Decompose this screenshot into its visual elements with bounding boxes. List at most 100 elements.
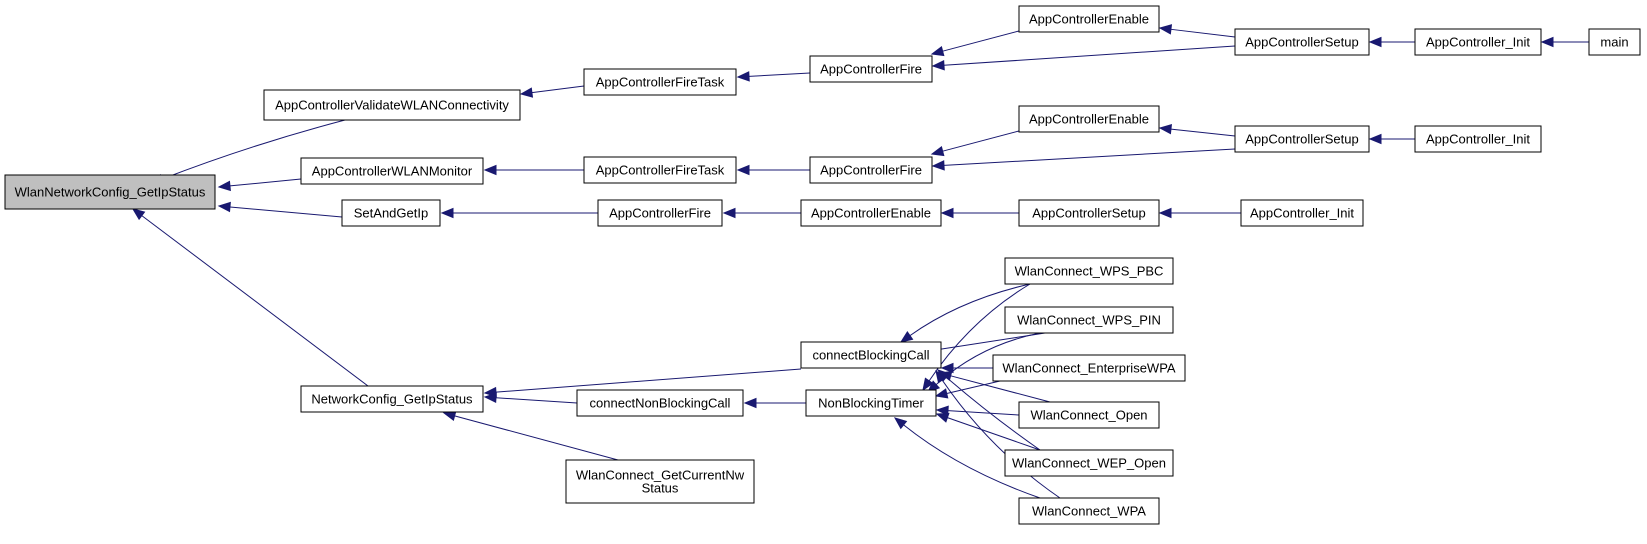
arrowhead-icon xyxy=(519,87,534,98)
node-fire1[interactable]: AppControllerFire xyxy=(809,55,933,83)
edge-netcfg-to-root xyxy=(131,208,369,387)
arrowhead-icon xyxy=(930,145,945,157)
node-setup3[interactable]: AppControllerSetup xyxy=(1018,199,1160,227)
node-box xyxy=(1588,28,1641,56)
node-wepopen[interactable]: WlanConnect_WEP_Open xyxy=(1004,449,1174,477)
node-wpspbc[interactable]: WlanConnect_WPS_PBC xyxy=(1004,257,1174,285)
node-label: Status xyxy=(642,481,679,496)
node-timer[interactable]: NonBlockingTimer xyxy=(805,389,937,417)
arrowhead-icon xyxy=(442,410,457,422)
node-box xyxy=(1004,306,1174,334)
node-label: main xyxy=(1600,35,1628,50)
node-firetask2[interactable]: AppControllerFireTask xyxy=(583,156,737,184)
arrowhead-icon xyxy=(722,207,736,219)
arrowhead-icon xyxy=(1158,124,1172,135)
node-box xyxy=(1234,125,1370,153)
node-main[interactable]: main xyxy=(1588,28,1641,56)
node-netcfg[interactable]: NetworkConfig_GetIpStatus xyxy=(300,385,484,413)
node-label: AppControllerFireTask xyxy=(596,75,725,90)
edge-line xyxy=(1170,28,1236,38)
edge-line xyxy=(950,375,1051,403)
node-box xyxy=(805,389,937,417)
edge-line xyxy=(162,119,346,180)
node-setandgetip[interactable]: SetAndGetIp xyxy=(341,199,441,227)
arrowhead-icon xyxy=(940,362,954,374)
node-wpspin[interactable]: WlanConnect_WPS_PIN xyxy=(1004,306,1174,334)
arrowhead-icon xyxy=(1368,133,1382,145)
node-enterprise[interactable]: WlanConnect_EnterpriseWPA xyxy=(992,354,1186,382)
node-box xyxy=(1018,199,1160,227)
node-box xyxy=(1004,257,1174,285)
node-label: SetAndGetIp xyxy=(354,206,428,221)
edge-init3-to-setup3 xyxy=(1158,207,1241,219)
arrowhead-icon xyxy=(1158,207,1172,219)
node-label: AppControllerEnable xyxy=(1029,112,1149,127)
node-setup2[interactable]: AppControllerSetup xyxy=(1234,125,1370,153)
node-enable1[interactable]: AppControllerEnable xyxy=(1018,5,1160,33)
node-blocking[interactable]: connectBlockingCall xyxy=(800,341,942,369)
arrowhead-icon xyxy=(935,405,949,416)
node-validate[interactable]: AppControllerValidateWLANConnectivity xyxy=(263,89,521,121)
edge-line xyxy=(1170,128,1236,137)
edge-wpa-to-blocking xyxy=(935,369,1061,499)
node-label: WlanNetworkConfig_GetIpStatus xyxy=(15,185,206,200)
edge-line xyxy=(942,30,1020,52)
node-fire3[interactable]: AppControllerFire xyxy=(597,199,723,227)
edge-line xyxy=(531,85,585,94)
node-root: WlanNetworkConfig_GetIpStatus xyxy=(4,174,216,210)
node-init2[interactable]: AppController_Init xyxy=(1414,125,1542,153)
edge-wpa-to-timer xyxy=(893,417,1041,499)
edge-line xyxy=(454,415,619,461)
edge-line xyxy=(947,417,1041,451)
node-label: WlanConnect_Open xyxy=(1030,408,1147,423)
node-fire2[interactable]: AppControllerFire xyxy=(809,156,933,184)
node-box xyxy=(809,55,933,83)
node-wlanmon[interactable]: AppControllerWLANMonitor xyxy=(300,157,484,185)
node-wpa[interactable]: WlanConnect_WPA xyxy=(1018,497,1160,525)
arrowhead-icon xyxy=(931,160,945,171)
node-box xyxy=(565,459,755,504)
node-setup1[interactable]: AppControllerSetup xyxy=(1234,28,1370,56)
arrowhead-icon xyxy=(743,397,757,409)
arrowhead-icon xyxy=(1368,36,1382,48)
node-box xyxy=(800,341,942,369)
node-label: AppControllerFire xyxy=(820,62,922,77)
edge-line xyxy=(748,72,811,77)
node-box xyxy=(576,389,744,417)
node-enable2[interactable]: AppControllerEnable xyxy=(1018,105,1160,133)
edge-setup1-to-fire1 xyxy=(931,45,1236,71)
node-label: WlanConnect_WPA xyxy=(1032,504,1146,519)
node-box xyxy=(1018,5,1160,33)
node-box xyxy=(583,156,737,184)
node-open[interactable]: WlanConnect_Open xyxy=(1018,401,1160,429)
edge-fire3-to-setandgetip xyxy=(440,207,598,219)
edge-nonblockingcall-to-netcfg xyxy=(483,392,578,404)
node-init1[interactable]: AppController_Init xyxy=(1414,28,1542,56)
edge-wlanmon-to-root xyxy=(217,178,302,192)
arrowhead-icon xyxy=(935,369,947,384)
node-label: AppControllerFireTask xyxy=(596,163,725,178)
node-label: WlanConnect_WEP_Open xyxy=(1012,456,1166,471)
node-nonblockingcall[interactable]: connectNonBlockingCall xyxy=(576,389,744,417)
node-firetask1[interactable]: AppControllerFireTask xyxy=(583,68,737,96)
edge-line xyxy=(229,206,343,218)
edge-line xyxy=(495,368,802,393)
arrowhead-icon xyxy=(899,331,914,343)
edge-setup1-to-enable1 xyxy=(1158,24,1236,38)
edge-line xyxy=(943,148,1236,166)
node-label: AppControllerSetup xyxy=(1032,206,1145,221)
arrowhead-icon xyxy=(935,412,950,423)
node-label: WlanConnect_GetCurrentNw xyxy=(576,468,745,483)
arrowhead-icon xyxy=(931,60,945,71)
edge-main-to-init1 xyxy=(1540,36,1589,48)
edge-enterprise-to-timer xyxy=(934,380,1001,399)
edge-line xyxy=(141,215,369,387)
node-enable3[interactable]: AppControllerEnable xyxy=(800,199,942,227)
node-box xyxy=(1018,401,1160,429)
node-label: AppControllerFire xyxy=(609,206,711,221)
node-label: AppControllerValidateWLANConnectivity xyxy=(275,98,509,113)
edge-wpspbc-to-blocking xyxy=(899,283,1031,343)
node-init3[interactable]: AppController_Init xyxy=(1240,199,1364,227)
arrowhead-icon xyxy=(934,388,949,399)
